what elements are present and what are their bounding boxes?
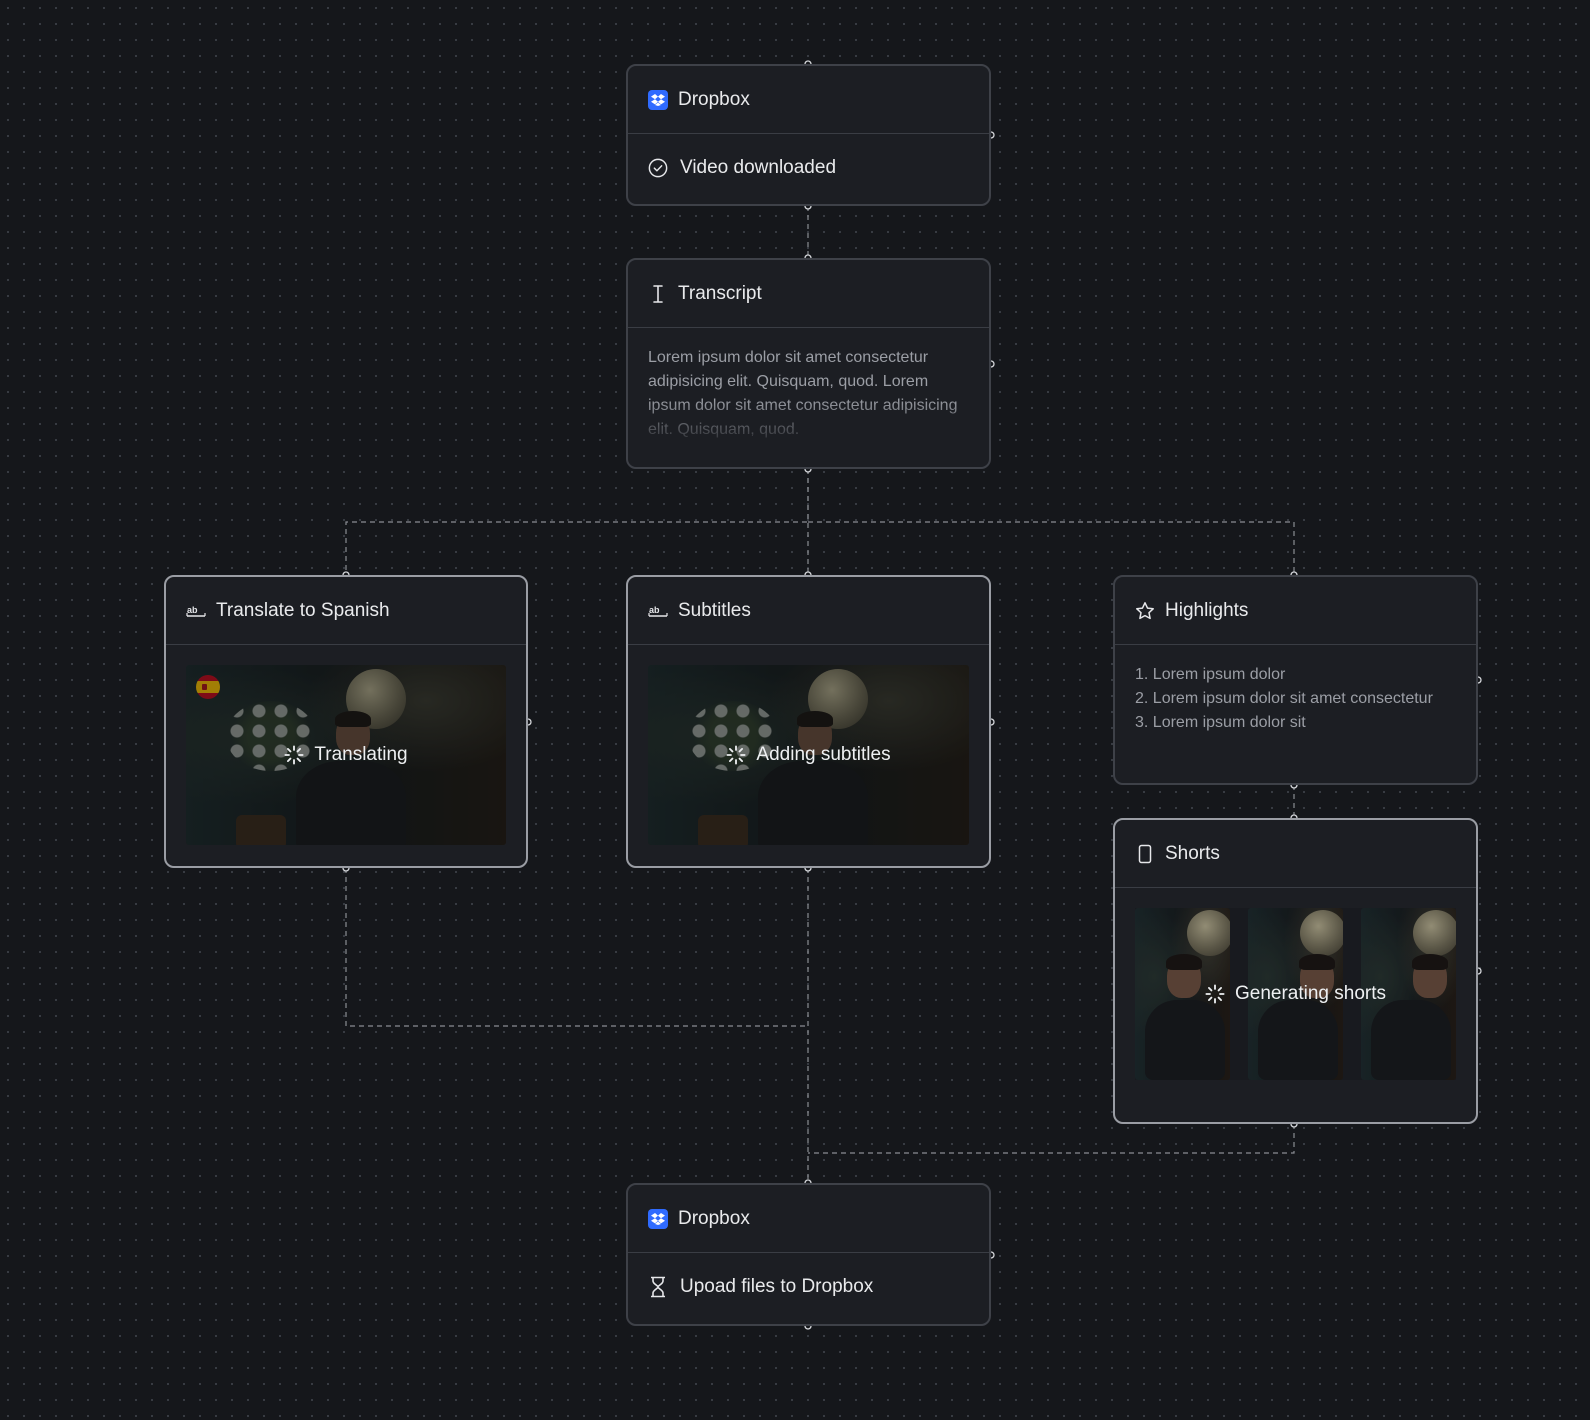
svg-text:ab: ab <box>187 605 198 615</box>
node-title: Dropbox <box>678 88 750 110</box>
short-thumbnail <box>1361 908 1456 1080</box>
edge-translate-to-upload <box>345 868 808 1027</box>
node-dropbox-upload[interactable]: Dropbox Upoad files to Dropbox <box>626 1183 991 1326</box>
dropbox-icon <box>648 1208 668 1229</box>
star-icon <box>1135 601 1155 621</box>
node-title: Transcript <box>678 282 762 304</box>
node-transcript[interactable]: Transcript Lorem ipsum dolor sit amet co… <box>626 258 991 469</box>
ab-text-icon: ab <box>648 601 668 621</box>
ab-text-icon: ab <box>186 601 206 621</box>
spinner-icon <box>1205 984 1225 1004</box>
node-header: Highlights <box>1115 577 1476 645</box>
node-title: Subtitles <box>678 599 751 621</box>
video-preview: Translating <box>186 665 506 845</box>
node-header: Transcript <box>628 260 989 328</box>
list-item: 3. Lorem ipsum dolor sit <box>1135 714 1306 731</box>
status-text: Translating <box>314 744 408 765</box>
node-status: Video downloaded <box>628 134 989 202</box>
edge-transcript-to-highlights <box>808 521 1295 575</box>
node-header: Dropbox <box>628 66 989 134</box>
highlights-list: 1. Lorem ipsum dolor 2. Lorem ipsum dolo… <box>1135 663 1456 735</box>
node-subtitles[interactable]: ab Subtitles Adding subtitles <box>626 575 991 868</box>
status-text: Upoad files to Dropbox <box>680 1276 874 1297</box>
spinner-icon <box>726 745 746 765</box>
text-cursor-icon <box>648 284 668 304</box>
progress-overlay: Adding subtitles <box>648 665 969 845</box>
node-title: Dropbox <box>678 1207 750 1229</box>
status-text: Generating shorts <box>1234 983 1387 1004</box>
shorts-previews: Generating shorts <box>1135 908 1456 1080</box>
progress-overlay: Translating <box>186 665 506 845</box>
node-title: Translate to Spanish <box>216 599 390 621</box>
svg-text:ab: ab <box>649 605 660 615</box>
node-translate[interactable]: ab Translate to Spanish Translating <box>164 575 528 868</box>
node-header: Dropbox <box>628 1185 989 1253</box>
short-thumbnail <box>1135 908 1230 1080</box>
phone-icon <box>1135 844 1155 864</box>
node-dropbox-source[interactable]: Dropbox Video downloaded <box>626 64 991 206</box>
edge-shorts-to-upload <box>808 1124 1295 1154</box>
short-thumbnail <box>1248 908 1343 1080</box>
list-item: 1. Lorem ipsum dolor <box>1135 666 1286 683</box>
video-preview: Adding subtitles <box>648 665 969 845</box>
node-header: ab Subtitles <box>628 577 989 645</box>
transcript-text: Lorem ipsum dolor sit amet consectetur a… <box>648 349 958 438</box>
node-highlights[interactable]: Highlights 1. Lorem ipsum dolor 2. Lorem… <box>1113 575 1478 785</box>
node-title: Highlights <box>1165 599 1249 621</box>
status-text: Video downloaded <box>680 157 837 178</box>
node-title: Shorts <box>1165 842 1220 864</box>
list-item: 2. Lorem ipsum dolor sit amet consectetu… <box>1135 690 1433 707</box>
status-text: Adding subtitles <box>756 744 891 765</box>
check-circle-icon <box>648 158 668 178</box>
node-header: ab Translate to Spanish <box>166 577 526 645</box>
dropbox-icon <box>648 89 668 110</box>
spinner-icon <box>284 745 304 765</box>
spain-flag-icon <box>196 675 220 699</box>
node-status: Upoad files to Dropbox <box>628 1253 989 1321</box>
edge-transcript-to-translate <box>345 469 809 575</box>
hourglass-icon <box>648 1276 668 1298</box>
node-shorts[interactable]: Shorts <box>1113 818 1478 1124</box>
progress-overlay: Generating shorts <box>1135 908 1456 1080</box>
node-header: Shorts <box>1115 820 1476 888</box>
